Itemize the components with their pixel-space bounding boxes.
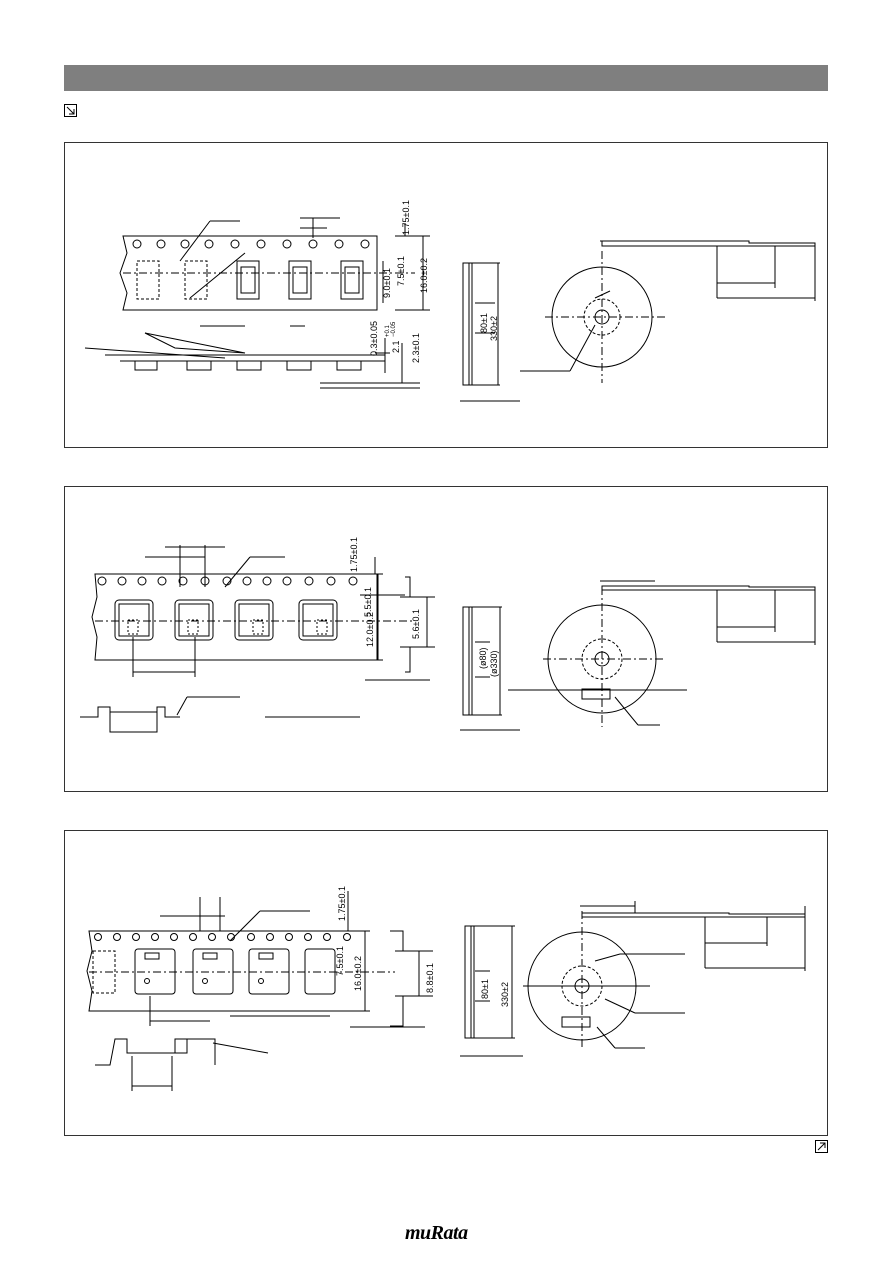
dim-text: 330±2 xyxy=(489,316,499,341)
section-header-bar xyxy=(64,65,828,91)
dim-text: 1.75±0.1 xyxy=(337,886,347,921)
dim-text: 5.5±0.1 xyxy=(363,587,373,617)
drawing-panel-2: 1.75±0.1 5.5±0.1 12.0±0.2 5.6±0.1 (ø80) … xyxy=(64,486,828,792)
drawing-panel-3: 1.75±0.1 7.5±0.1 16.0±0.2 8.8±0.1 80±1 3… xyxy=(64,830,828,1136)
sprocket-holes xyxy=(94,933,351,941)
sprocket-holes xyxy=(132,239,370,249)
dim-text: 2.1 xyxy=(391,340,401,353)
dim-text: (ø330) xyxy=(489,650,499,677)
tape-outline xyxy=(91,573,378,661)
dim-text: 8.8±0.1 xyxy=(425,963,435,993)
dim-text: (ø80) xyxy=(478,647,488,669)
tape-reel-drawing-2: 1.75±0.1 5.5±0.1 12.0±0.2 5.6±0.1 (ø80) … xyxy=(80,537,816,733)
dim-text: 12.0±0.2 xyxy=(365,612,375,647)
dim-text: 80±1 xyxy=(480,979,490,999)
dim-text: 80±1 xyxy=(479,313,489,333)
dim-text: 9.0±0.1 xyxy=(382,268,392,298)
dim-text: 2.3±0.1 xyxy=(411,333,421,363)
drawing-panel-1: 1.75±0.1 7.5±0.1 9.0±0.1 16.0±0.2 0.3±0.… xyxy=(64,142,828,448)
dim-text: 7.5±0.1 xyxy=(335,946,345,976)
dim-text: 16.0±0.2 xyxy=(419,258,429,293)
dim-text: 16.0±0.2 xyxy=(353,956,363,991)
dim-text: 0.3±0.05 xyxy=(369,321,379,356)
dim-tolerance: +0.1 xyxy=(385,324,391,337)
dim-text: 5.6±0.1 xyxy=(411,609,421,639)
dim-tolerance: −0.05 xyxy=(391,321,397,337)
dim-text: 7.5±0.1 xyxy=(396,256,406,286)
tape-outline xyxy=(86,930,366,1012)
tape-reel-drawing-3: 1.75±0.1 7.5±0.1 16.0±0.2 8.8±0.1 80±1 3… xyxy=(86,886,806,1091)
murata-logo: muRata xyxy=(405,1222,468,1244)
dim-text: 330±2 xyxy=(500,982,510,1007)
arrow-up-right-icon xyxy=(815,1140,828,1153)
dim-text: 1.75±0.1 xyxy=(349,537,359,572)
tape-outline xyxy=(119,235,378,311)
tape-reel-drawing-1: 1.75±0.1 7.5±0.1 9.0±0.1 16.0±0.2 0.3±0.… xyxy=(84,200,816,402)
arrow-down-right-icon xyxy=(64,104,77,117)
dim-text: 1.75±0.1 xyxy=(401,200,411,235)
